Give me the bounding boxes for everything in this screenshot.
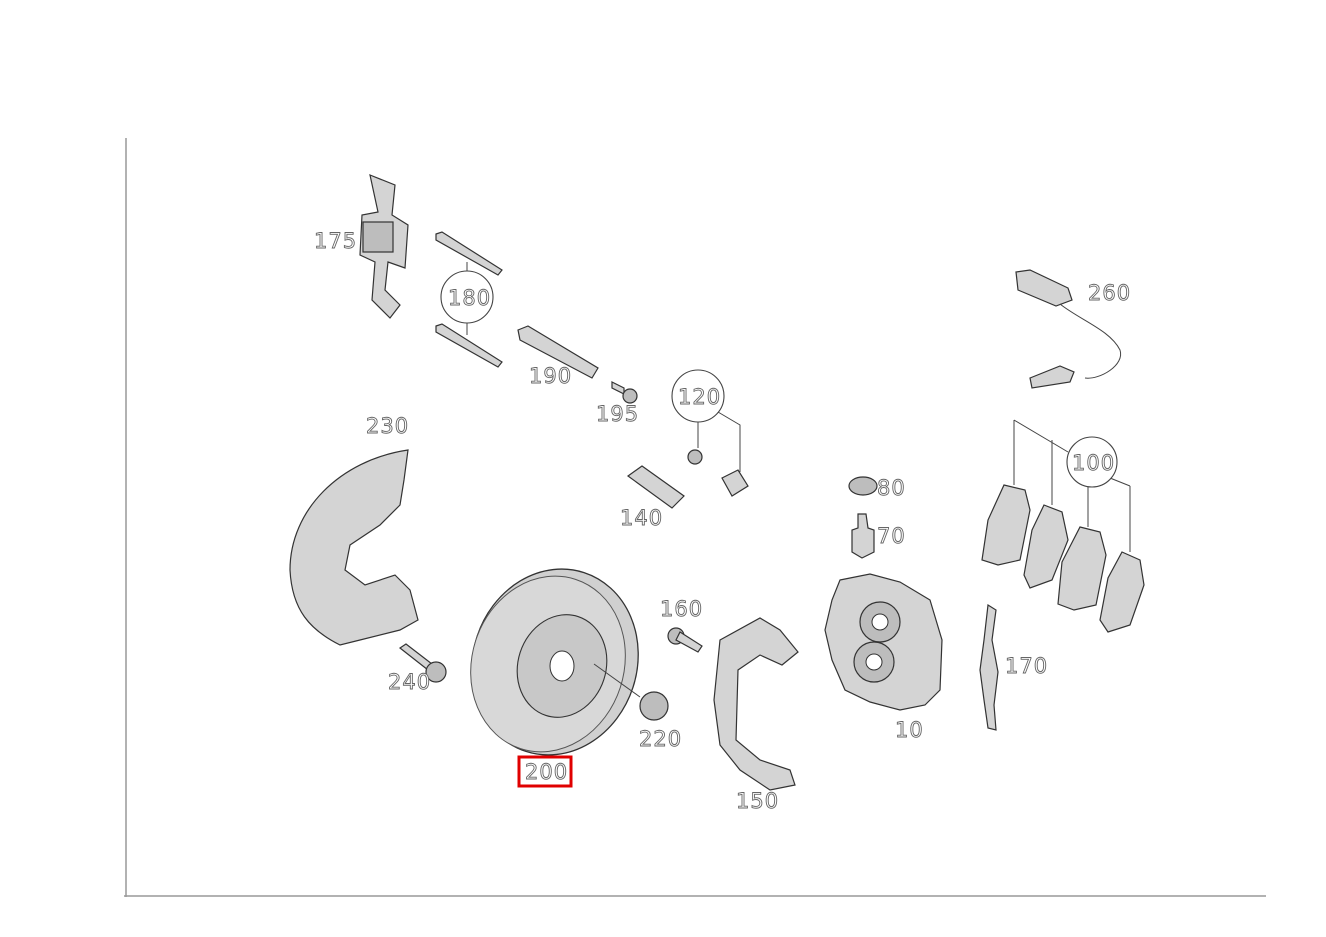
part-140-bushing[interactable] [626, 465, 685, 509]
label-180[interactable]: 180 [448, 286, 491, 311]
label-140[interactable]: 140 [620, 506, 663, 531]
part-70-bleeder[interactable] [851, 513, 875, 559]
label-175[interactable]: 175 [314, 229, 357, 254]
part-180-guide-pins[interactable] [435, 231, 503, 368]
label-150[interactable]: 150 [736, 789, 779, 814]
label-190[interactable]: 190 [529, 364, 572, 389]
part-175-clip[interactable] [359, 174, 409, 319]
part-195-bolt[interactable] [611, 381, 638, 404]
part-10-caliper[interactable] [824, 573, 943, 711]
label-10[interactable]: 10 [895, 718, 924, 743]
label-100[interactable]: 100 [1072, 451, 1115, 476]
part-80-cap[interactable] [848, 476, 878, 496]
label-220[interactable]: 220 [639, 727, 682, 752]
selected-part-highlight [517, 755, 573, 788]
part-260-wear-sensor[interactable] [1015, 269, 1122, 389]
part-200-brake-disc[interactable] [448, 547, 662, 776]
label-80[interactable]: 80 [877, 476, 906, 501]
label-200[interactable]: 200 [525, 760, 568, 785]
part-230-splash-shield[interactable] [289, 449, 419, 646]
part-190-sleeve[interactable] [517, 325, 599, 379]
label-240[interactable]: 240 [388, 670, 431, 695]
label-160[interactable]: 160 [660, 597, 703, 622]
part-160-bolt[interactable] [667, 627, 703, 653]
label-120[interactable]: 120 [678, 385, 721, 410]
label-70[interactable]: 70 [877, 524, 906, 549]
label-260[interactable]: 260 [1088, 281, 1131, 306]
part-120-kit[interactable] [671, 369, 749, 497]
label-195[interactable]: 195 [596, 402, 639, 427]
part-240-bolt[interactable] [398, 643, 447, 683]
part-150-carrier[interactable] [713, 617, 799, 791]
label-230[interactable]: 230 [366, 414, 409, 439]
label-170[interactable]: 170 [1005, 654, 1048, 679]
callout-circle-180 [440, 270, 494, 324]
part-220-screw[interactable] [639, 691, 669, 721]
callout-circle-100 [1066, 436, 1118, 488]
part-100-brake-pads[interactable] [981, 419, 1145, 633]
part-170-spring[interactable] [979, 603, 999, 731]
